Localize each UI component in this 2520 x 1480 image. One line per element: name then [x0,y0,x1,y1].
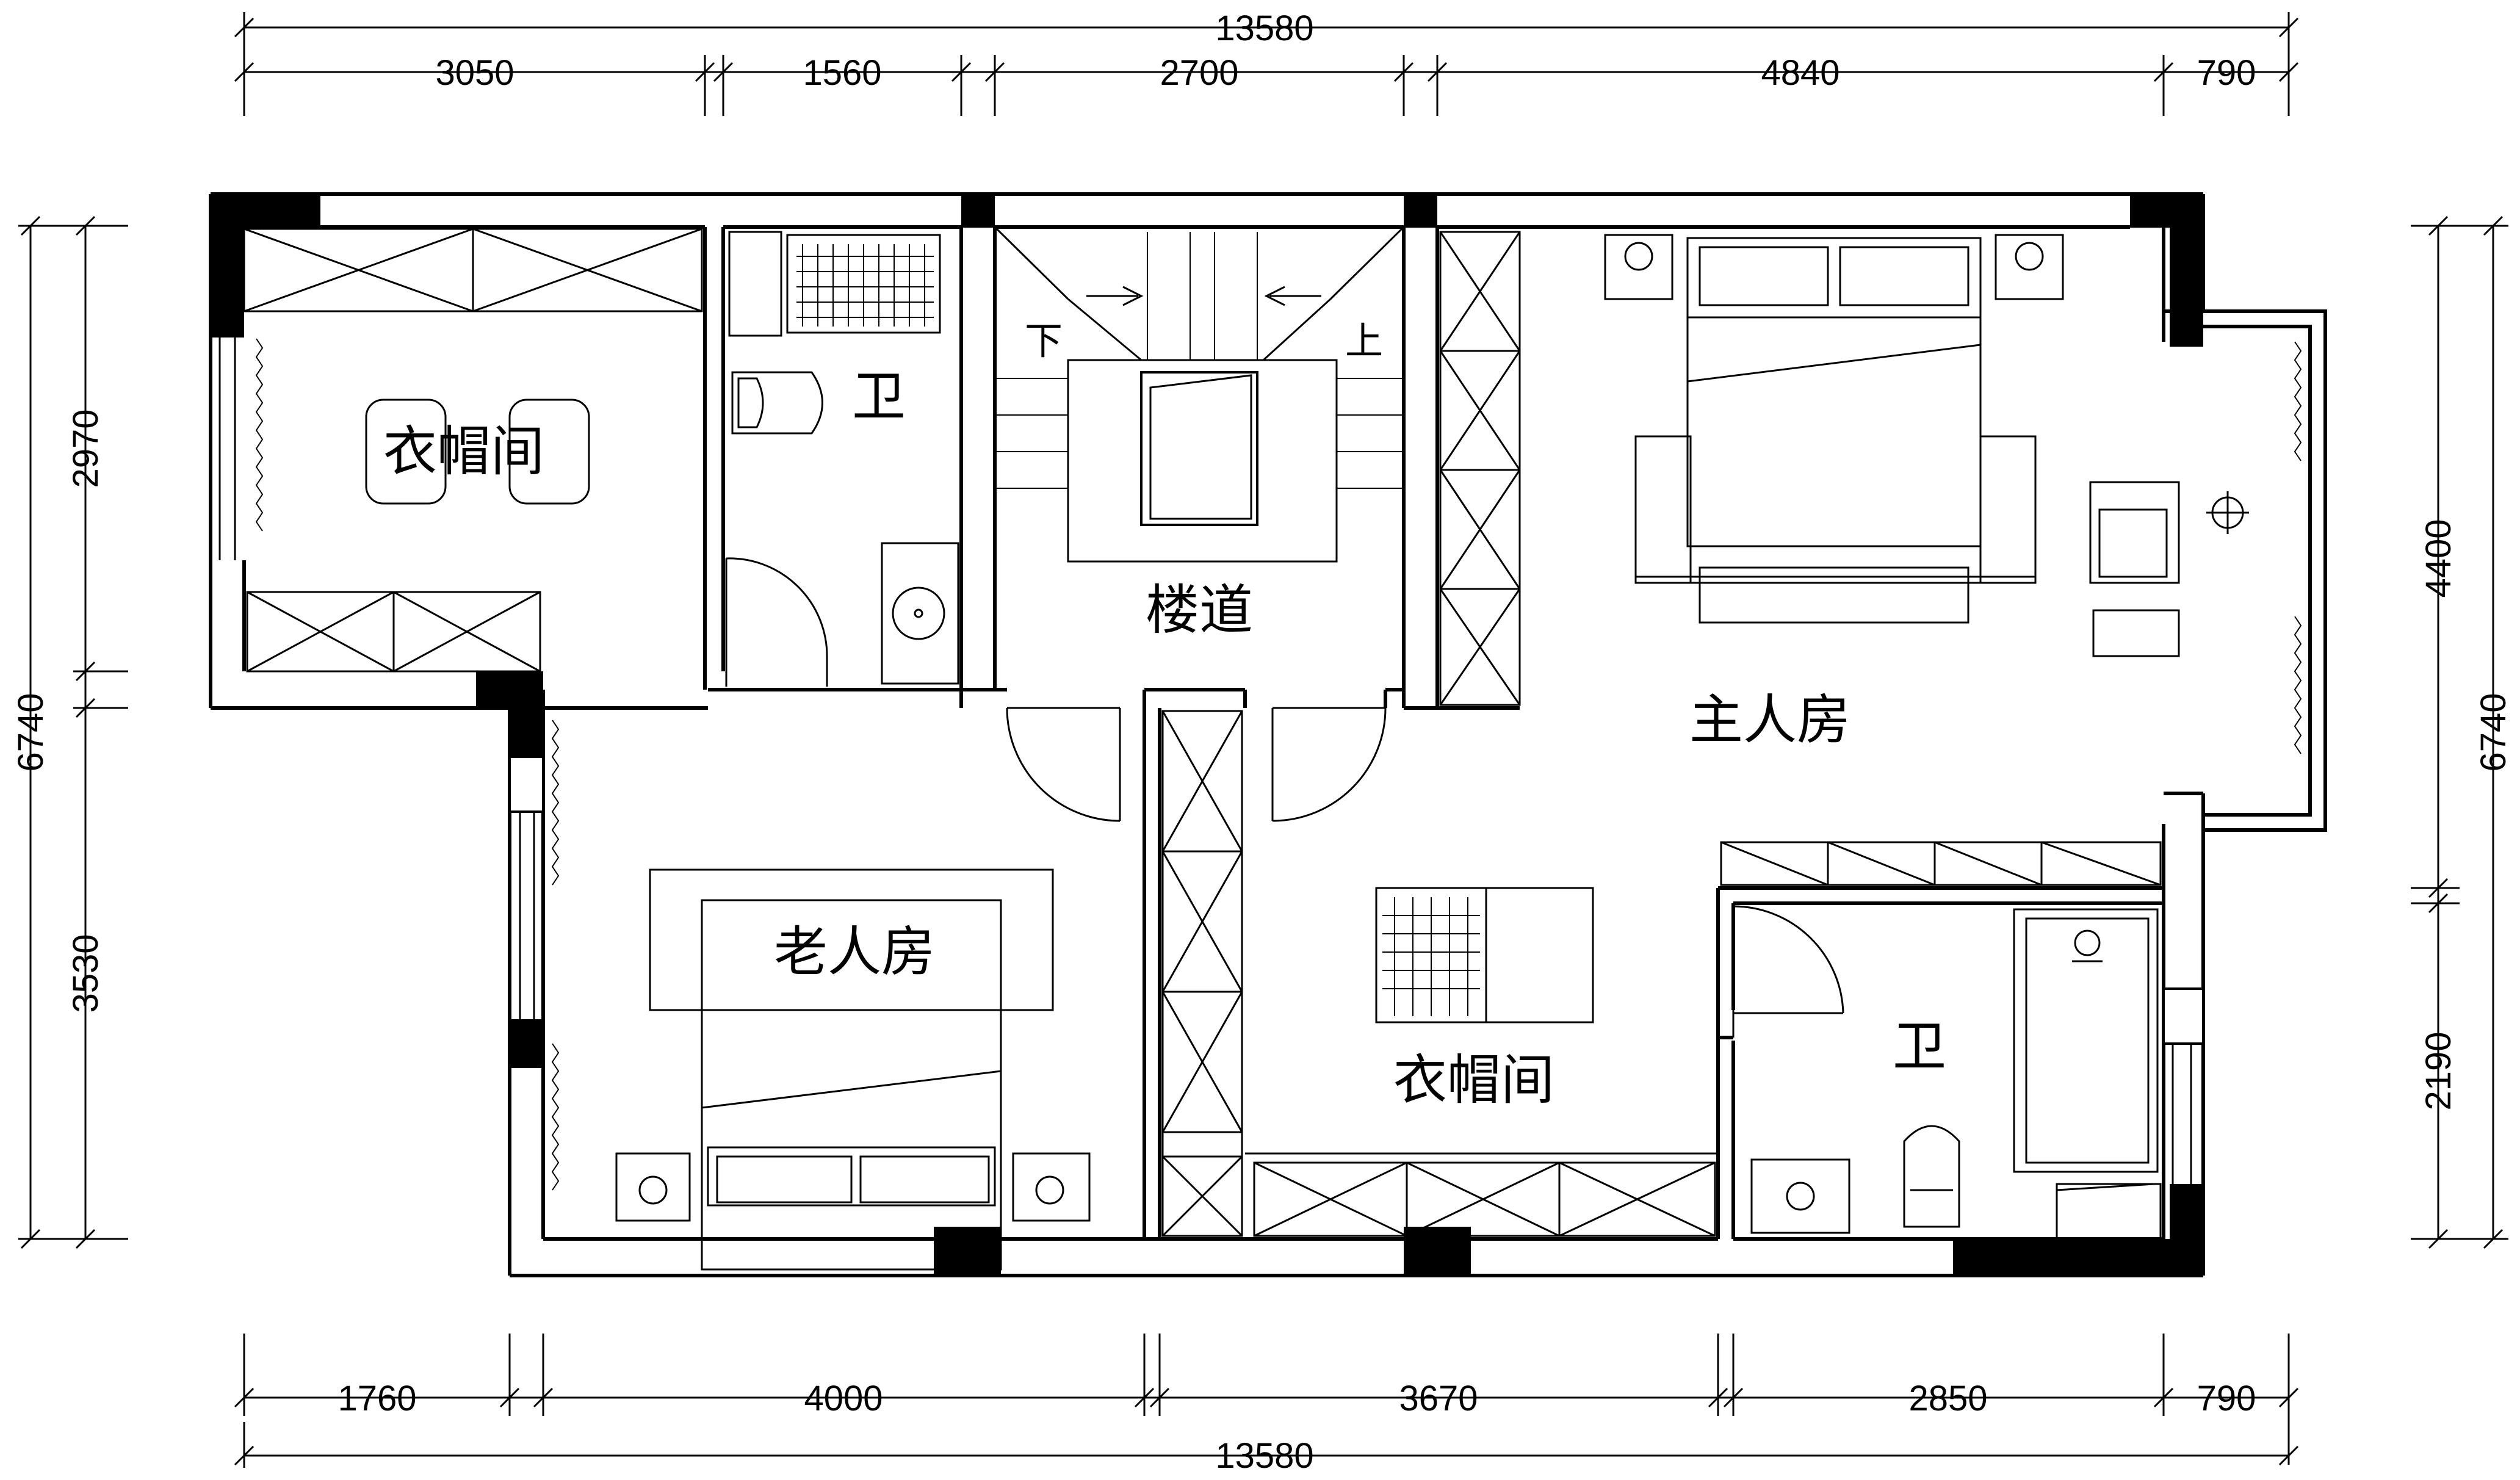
label-cloakroom-top: 衣帽间 [383,420,544,483]
dim-right-1: 4400 [2419,519,2458,597]
dim-top-total: 13580 [1215,9,1313,48]
label-bathroom-top: 卫 [852,365,906,428]
stairs [994,226,1405,563]
dim-top-3: 2700 [1160,53,1238,93]
mid-cloakroom-furniture [1375,887,1594,1023]
dim-left-1: 2970 [66,409,106,488]
wardrobe-cabinets [243,228,2162,1237]
dim-right-total: 6740 [2474,693,2513,771]
label-stair-up: 上 [1345,319,1383,363]
doors [725,557,1844,1038]
label-cloakroom-mid: 衣帽间 [1393,1049,1554,1111]
windows [218,338,2204,1184]
curtains [255,338,2302,1191]
dim-bottom-1: 1760 [338,1379,416,1418]
dim-bottom-total: 13580 [1215,1436,1313,1476]
label-elder-bedroom: 老人房 [774,920,935,983]
dim-bottom-3: 3670 [1399,1379,1478,1418]
dim-left-total: 6740 [11,693,51,771]
label-master-bedroom: 主人房 [1689,688,1850,751]
elder-bed [615,868,1091,1271]
right-bathroom-fixtures [1750,908,2162,1240]
dim-bottom-5: 790 [2197,1379,2256,1418]
structural-columns [211,194,2203,1276]
dim-bottom-4: 2850 [1908,1379,1987,1418]
dim-top-5: 790 [2197,53,2256,93]
dim-top-2: 1560 [803,53,881,93]
dim-right-2: 2190 [2419,1031,2458,1110]
label-bathroom-right: 卫 [1893,1015,1946,1078]
dim-top-4: 4840 [1761,53,1839,93]
dim-bottom-2: 4000 [804,1379,883,1418]
label-stair-down: 下 [1025,319,1063,363]
dim-top-1: 3050 [435,53,514,93]
dim-left-2: 3530 [66,934,106,1013]
dimension-lines [18,12,2508,1468]
top-cloakroom-ottomans [365,399,590,505]
label-stairway: 楼道 [1146,579,1253,641]
master-bed [1604,234,2249,657]
top-bathroom-fixtures [728,231,959,685]
